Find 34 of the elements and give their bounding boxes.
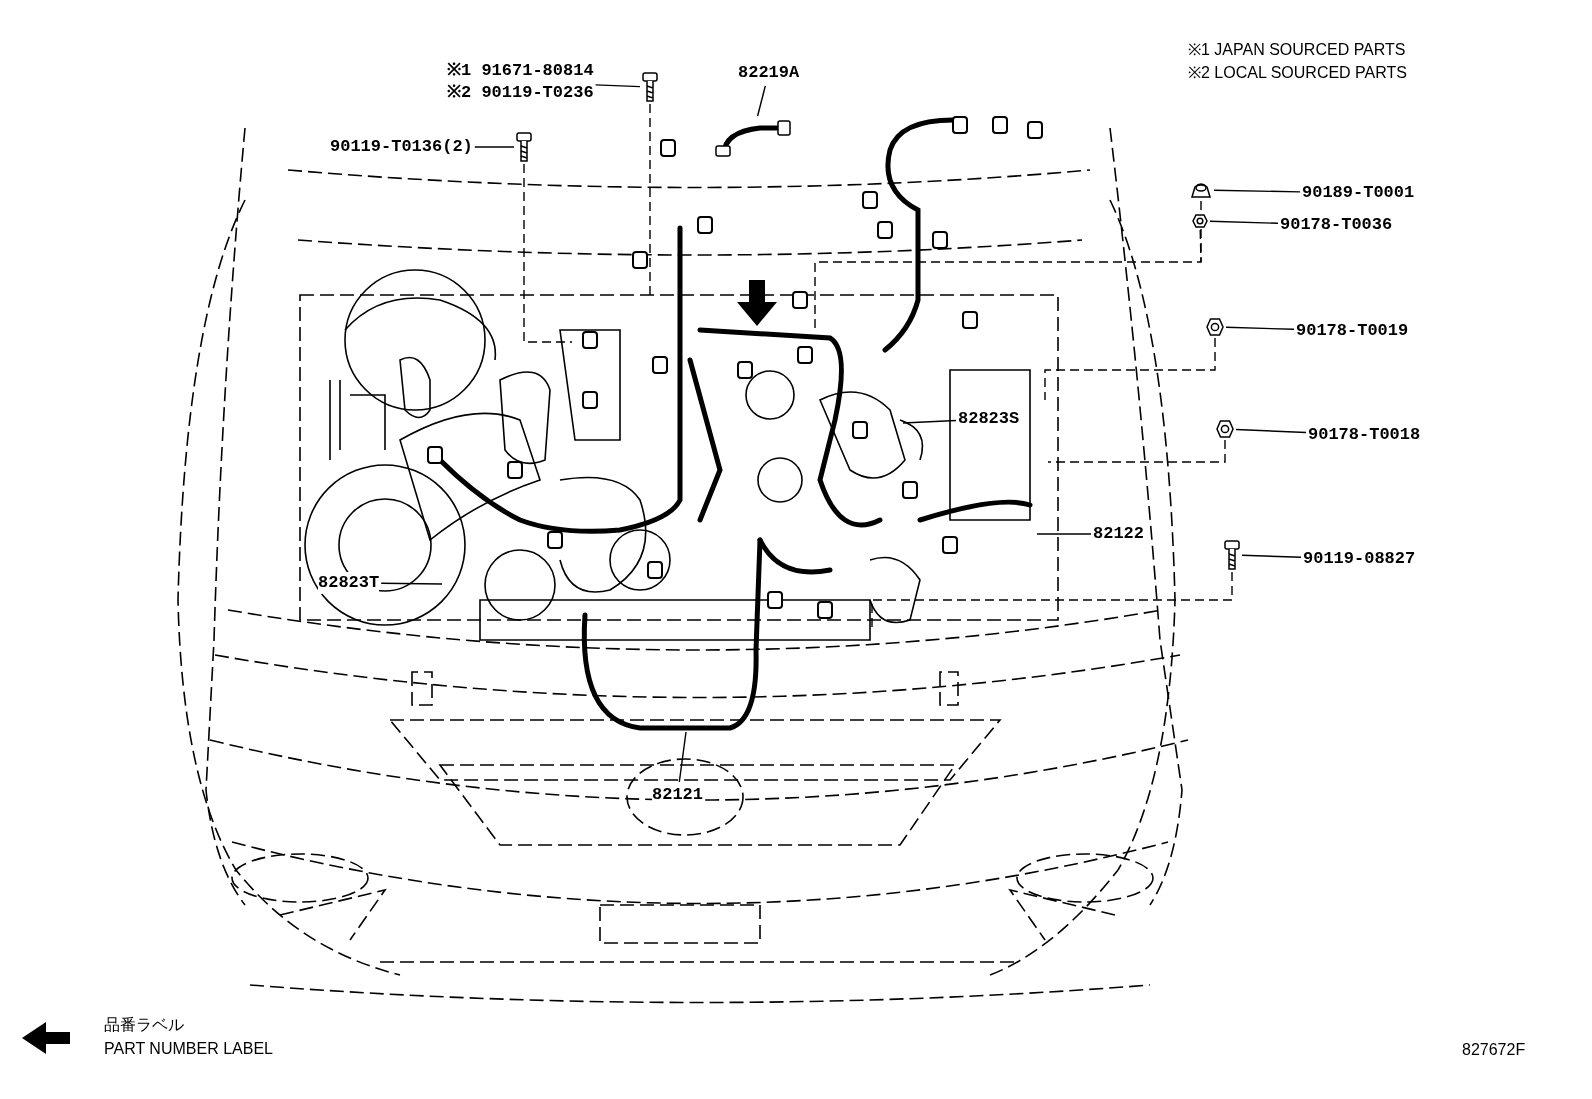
leader-line — [902, 419, 957, 424]
leader-line — [756, 85, 766, 117]
bolt-icon — [642, 72, 658, 102]
part-number: ※1 91671-80814 — [447, 60, 594, 82]
legend-text: PART NUMBER LABEL — [104, 1039, 273, 1059]
clip-icon — [1190, 181, 1212, 199]
leader-line — [594, 84, 641, 88]
leader-line — [1213, 189, 1301, 193]
legend-text: 品番ラベル — [104, 1015, 184, 1035]
leader-line — [678, 731, 687, 783]
note-text: ※1 JAPAN SOURCED PARTS — [1188, 40, 1406, 60]
part-number: ※2 90119-T0236 — [447, 82, 594, 104]
leader-line — [871, 571, 1233, 629]
nut-icon — [1192, 214, 1208, 228]
leader-line — [1044, 337, 1216, 401]
drawing-number: 827672F — [1462, 1040, 1526, 1060]
leader-line — [1047, 439, 1226, 463]
leader-line — [1199, 229, 1202, 263]
nut-icon — [1216, 420, 1234, 438]
harness-piece-drawing — [712, 118, 792, 158]
leader-line — [1225, 326, 1295, 330]
nut-icon — [1206, 318, 1224, 336]
bolt-icon — [1224, 540, 1240, 570]
leader-line — [474, 146, 515, 148]
leader-line — [1036, 533, 1092, 535]
part-number: 82823T — [318, 572, 380, 594]
leader-line — [380, 582, 443, 585]
leader-line — [1235, 428, 1307, 434]
leader-line — [1241, 554, 1302, 558]
leader-line — [1209, 220, 1279, 224]
bolt-icon — [516, 132, 532, 162]
note-text: ※2 LOCAL SOURCED PARTS — [1188, 63, 1407, 83]
leader-line — [523, 163, 573, 343]
leader-line — [814, 200, 1202, 331]
